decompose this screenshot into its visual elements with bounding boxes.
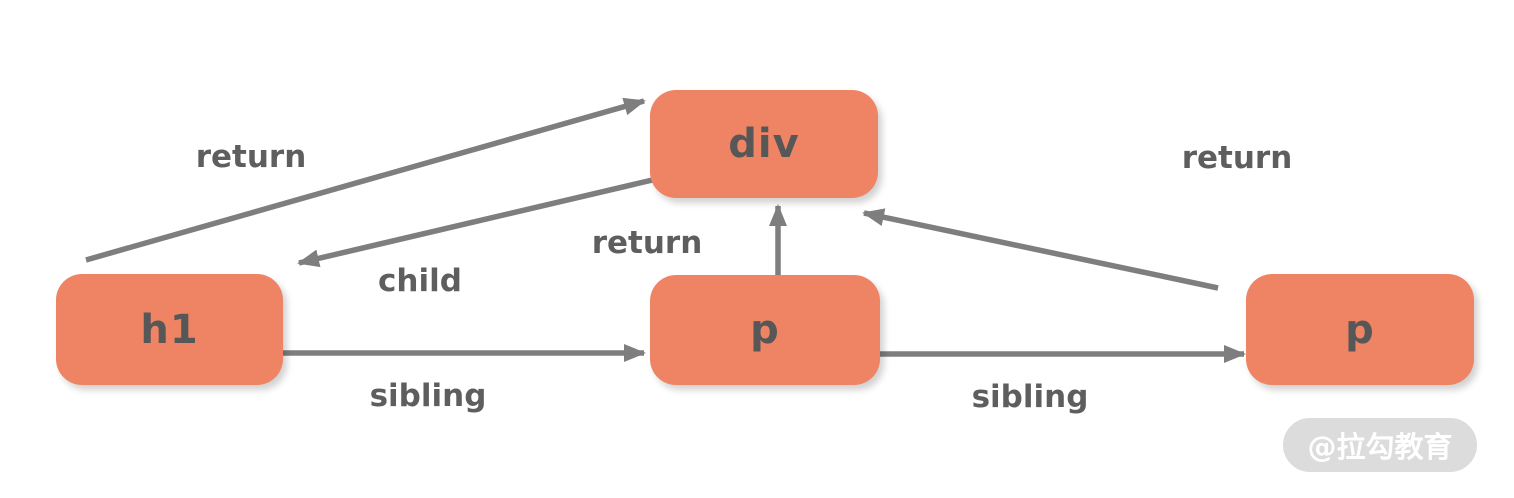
arrow-return-p2-to-div xyxy=(862,208,1219,291)
edge-label-sibling-p-p: sibling xyxy=(971,379,1089,415)
arrow-child-div-to-h1 xyxy=(297,175,662,268)
edge-label-sibling-h1-p: sibling xyxy=(369,378,487,414)
node-div: div xyxy=(650,90,878,198)
node-h1: h1 xyxy=(56,274,283,385)
node-p-center-label: p xyxy=(750,307,780,353)
watermark-badge: @拉勾教育 xyxy=(1283,418,1477,472)
edge-label-return-p2-div: return xyxy=(1181,140,1293,176)
edge-label-return-p-div: return xyxy=(591,225,703,261)
edge-label-return-h1-div: return xyxy=(195,139,307,175)
edge-label-child-div-h1: child xyxy=(378,263,462,299)
arrow-return-h1-to-div xyxy=(85,97,646,263)
node-p-right: p xyxy=(1246,274,1474,385)
watermark-text: @拉勾教育 xyxy=(1307,430,1453,464)
node-p-center: p xyxy=(650,275,880,385)
node-p-right-label: p xyxy=(1345,306,1375,353)
node-div-label: div xyxy=(728,121,800,167)
node-h1-label: h1 xyxy=(140,306,199,353)
